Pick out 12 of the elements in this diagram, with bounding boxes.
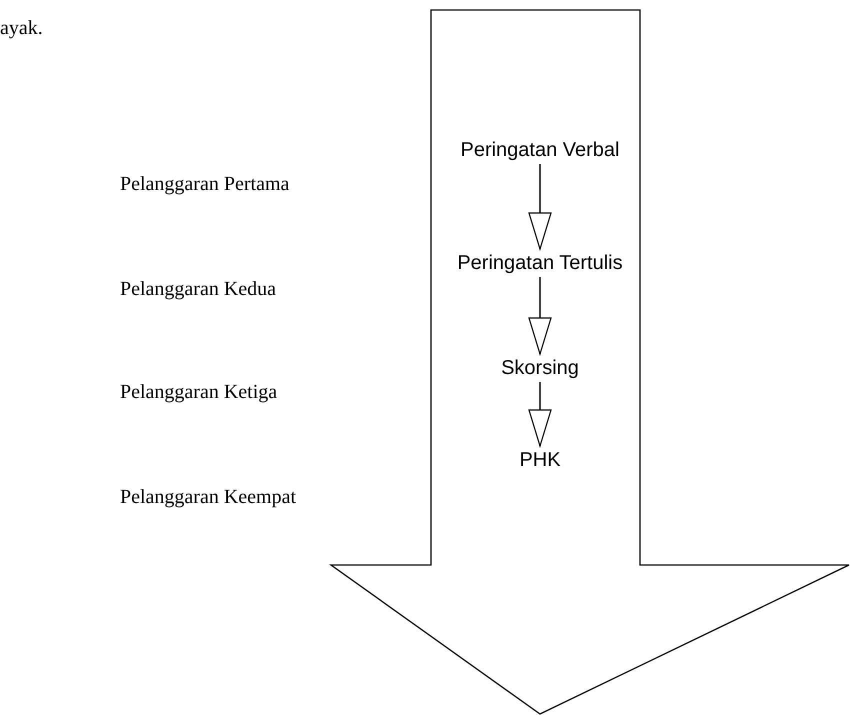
- arrow: [528, 277, 552, 355]
- violation-label: Pelanggaran Ketiga: [120, 380, 278, 404]
- stage-text: Peringatan Tertulis: [440, 251, 640, 275]
- stage-text: PHK: [440, 448, 640, 472]
- violation-label: Pelanggaran Pertama: [120, 172, 290, 196]
- stage-text: Peringatan Verbal: [440, 138, 640, 162]
- text-fragment: ayak.: [0, 16, 43, 40]
- arrow: [528, 164, 552, 250]
- arrow: [528, 382, 552, 447]
- violation-label: Pelanggaran Kedua: [120, 277, 276, 301]
- stage-text: Skorsing: [440, 356, 640, 380]
- violation-label: Pelanggaran Keempat: [120, 485, 296, 509]
